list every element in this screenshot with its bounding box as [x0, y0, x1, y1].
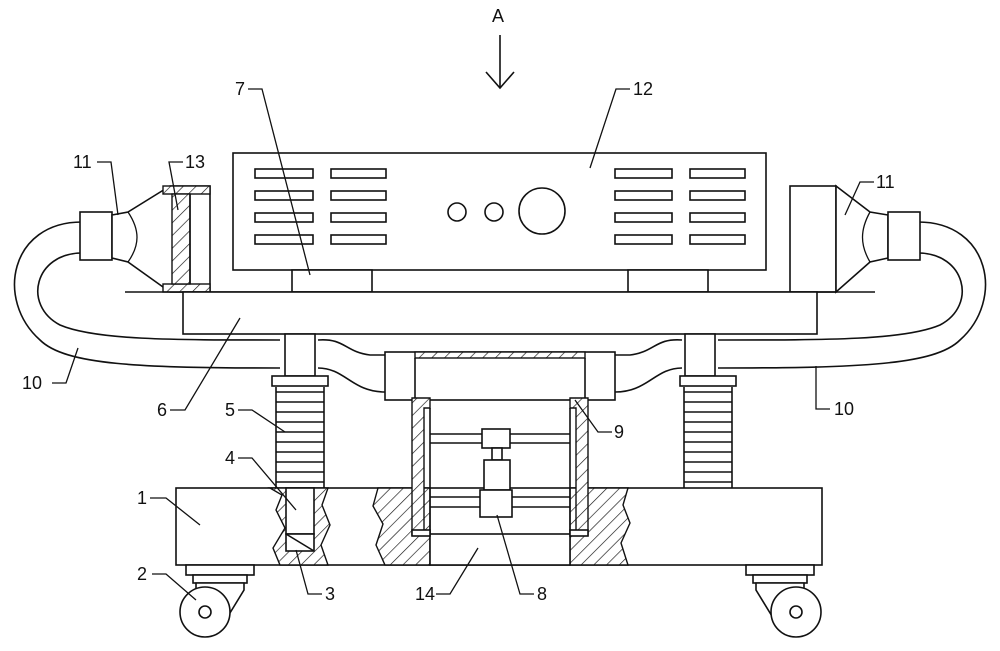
- hose-right: [614, 221, 987, 393]
- spring-left: [271, 375, 329, 488]
- sliding-block: [479, 489, 513, 518]
- knob-large: [518, 187, 566, 235]
- label-wheel: 2: [137, 564, 147, 584]
- label-bottom-channel: 14: [415, 584, 435, 604]
- label-sliding-block: 8: [537, 584, 547, 604]
- label-nozzle-right: 11: [876, 172, 895, 192]
- platform: [125, 291, 875, 335]
- view-arrow-a: A: [485, 6, 515, 90]
- label-support-leg: 7: [235, 79, 245, 99]
- lift-frame: [384, 351, 616, 401]
- knob-small-left: [447, 202, 467, 222]
- label-guide-rod: 4: [225, 448, 235, 468]
- label-filter: 13: [185, 152, 205, 172]
- main-unit: [232, 152, 767, 271]
- wheel-left: [179, 564, 255, 638]
- part-labels: 1 2 3 4 5 6 7 9 8 14 12 11 11 13 10 10: [22, 79, 895, 604]
- view-label: A: [492, 6, 504, 26]
- nozzle-right: [789, 184, 921, 294]
- label-lift-frame: 9: [614, 422, 624, 442]
- support-legs: [291, 269, 709, 293]
- label-base: 1: [137, 488, 147, 508]
- label-hose-right: 10: [834, 399, 854, 419]
- knob-small-right: [484, 202, 504, 222]
- channel-gap: [429, 533, 571, 566]
- filter-block: [162, 185, 211, 293]
- vent-slots-right: [614, 168, 746, 245]
- spring-right: [679, 375, 737, 488]
- hose-left: [13, 221, 386, 393]
- leader-lines: [52, 88, 874, 601]
- label-main-unit: 12: [633, 79, 653, 99]
- label-spring: 5: [225, 400, 235, 420]
- label-platform: 6: [157, 400, 167, 420]
- guide-rod-bore: [285, 487, 315, 535]
- wheel-right: [745, 564, 822, 638]
- spring-posts: [284, 333, 716, 377]
- label-slider: 3: [325, 584, 335, 604]
- label-nozzle-left: 11: [73, 152, 92, 172]
- lift-mechanism: [411, 397, 589, 537]
- label-hose-left: 10: [22, 373, 42, 393]
